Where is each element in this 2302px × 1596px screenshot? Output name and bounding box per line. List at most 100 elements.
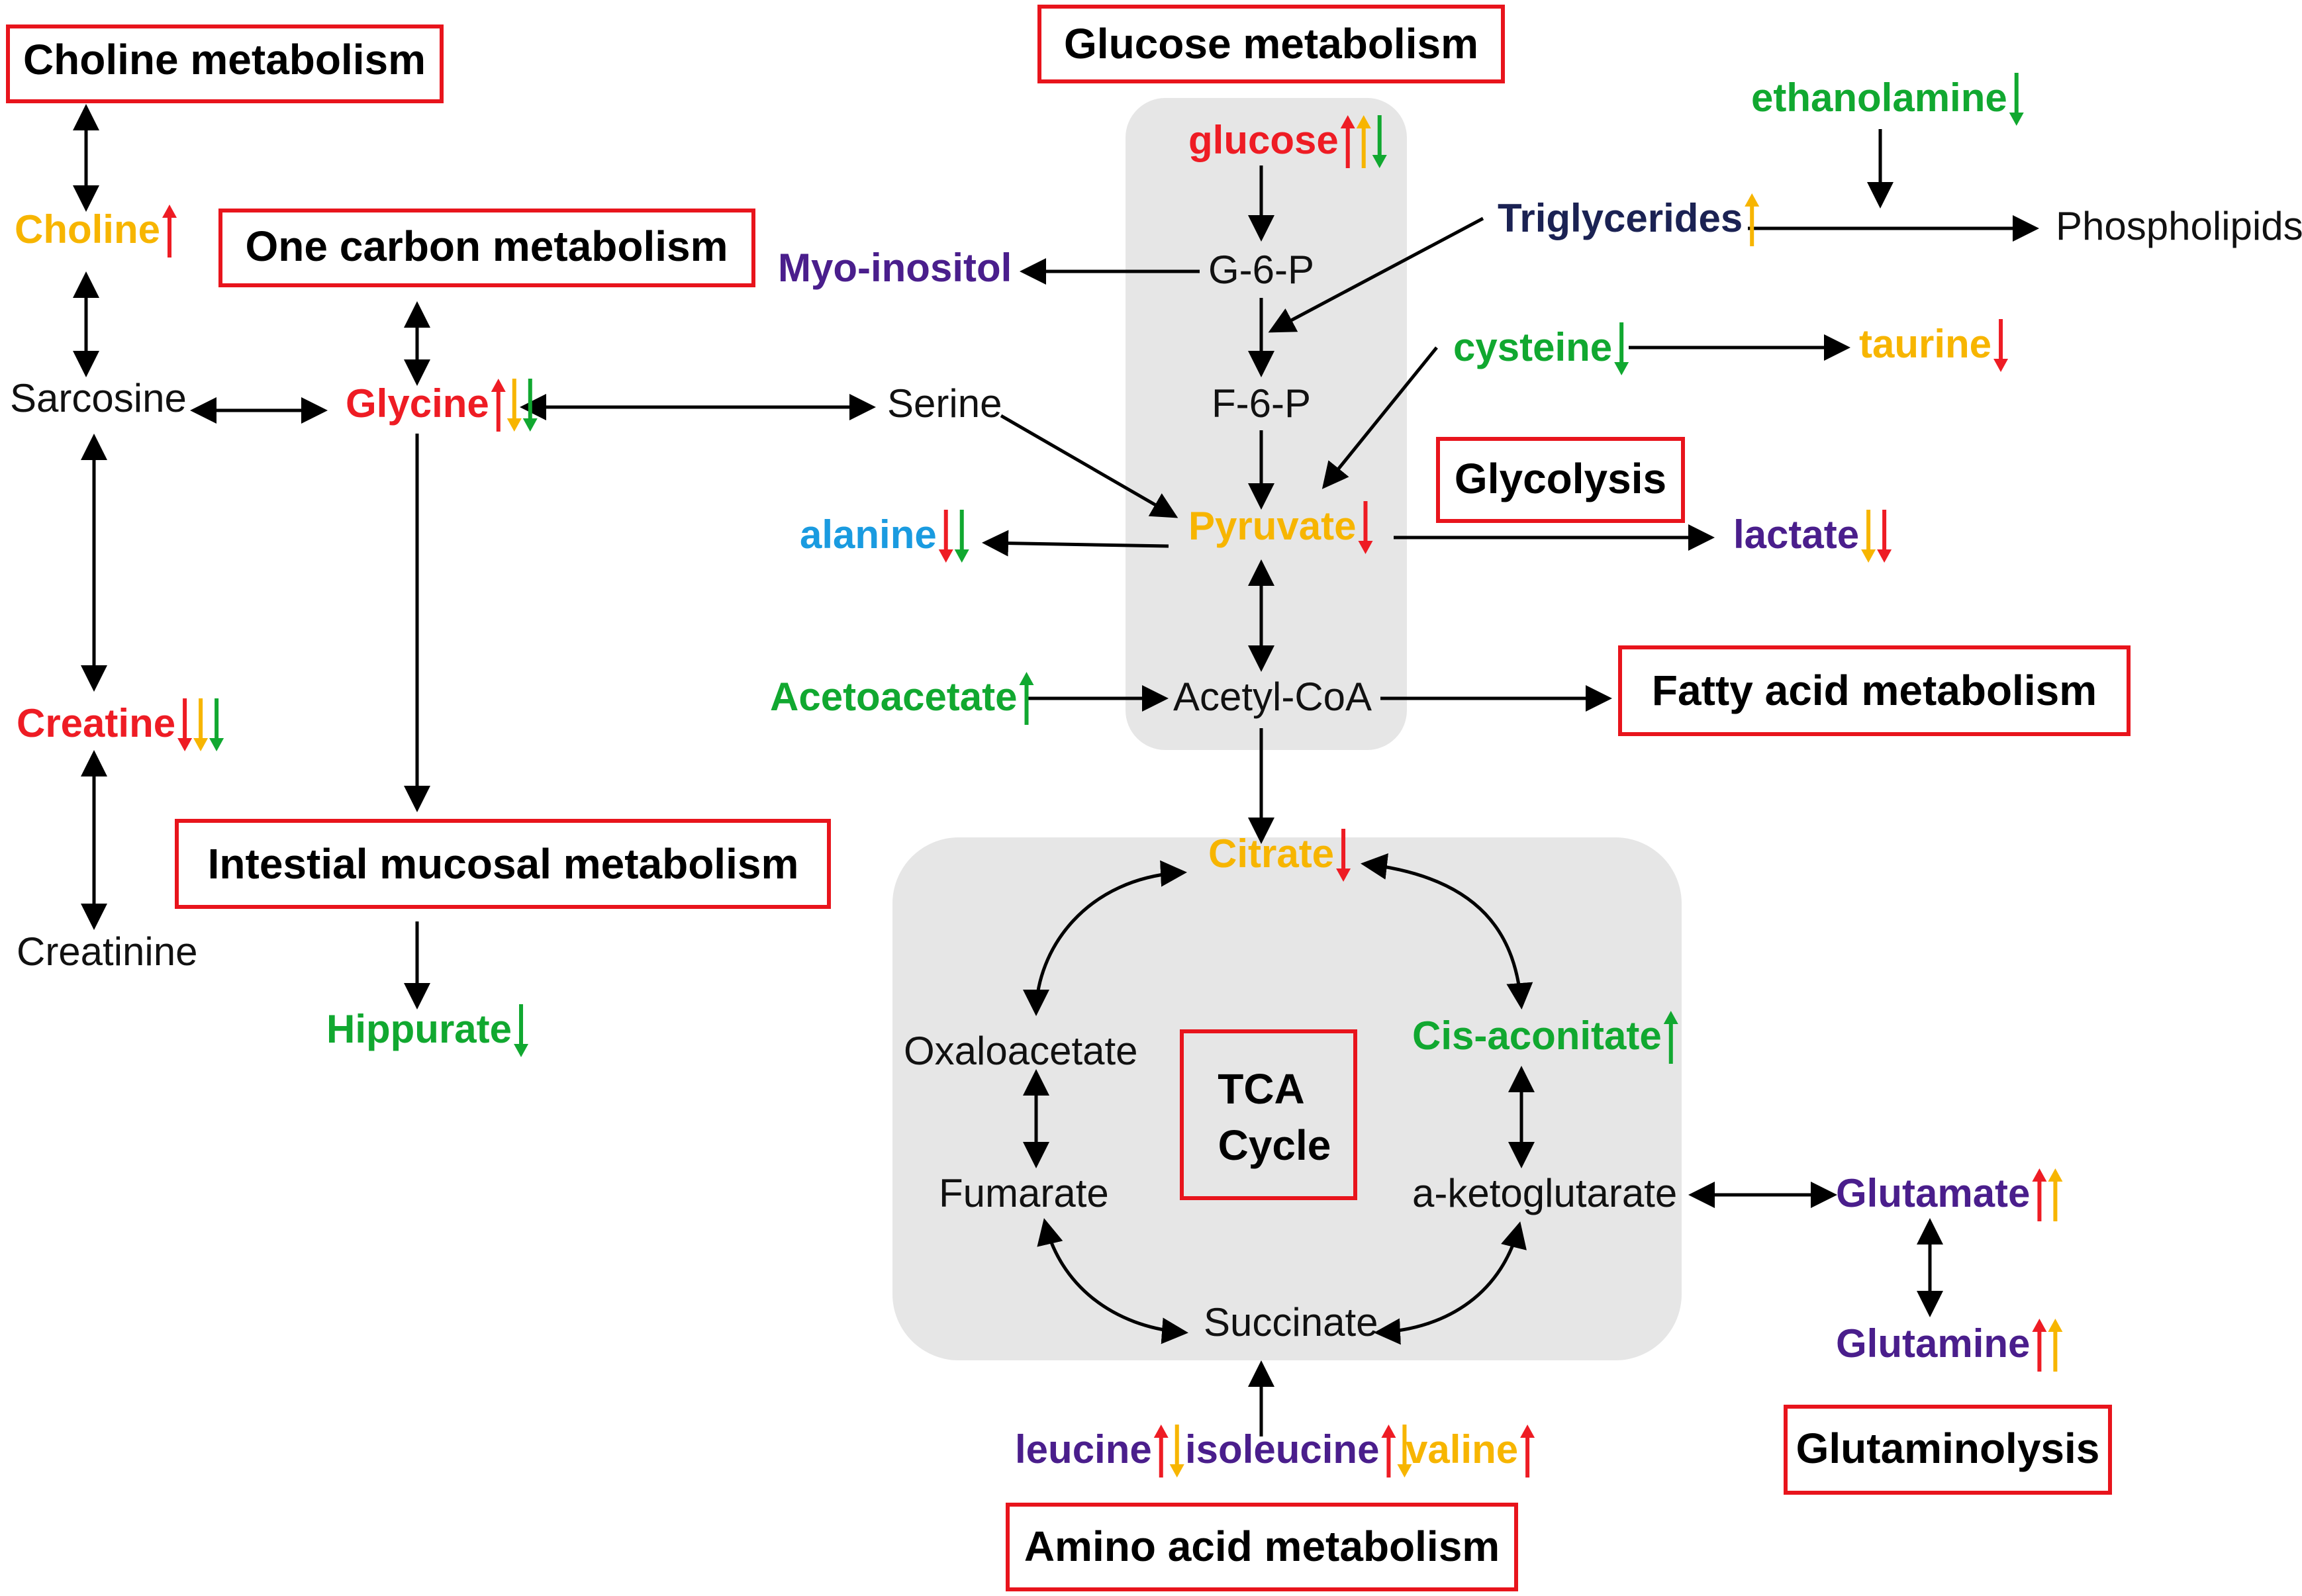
glucose-metabolism-box: Glucose metabolism: [1037, 5, 1505, 83]
metabolite-acetoacetate: Acetoacetate: [770, 672, 1034, 725]
metabolite-creatinine: Creatinine: [17, 929, 198, 974]
metabolite-label: Phospholipids: [2056, 204, 2302, 248]
increase-arrow-red: [1520, 1425, 1535, 1478]
metabolite-label: Acetoacetate: [770, 675, 1018, 719]
increase-arrow-orange: [1745, 193, 1760, 246]
metabolite-label: isoleucine: [1185, 1427, 1379, 1472]
metabolite-label: taurine: [1859, 322, 1991, 366]
metabolite-label: F-6-P: [1212, 381, 1311, 426]
metabolite-label: Glycine: [346, 381, 489, 426]
metabolite-f6p: F-6-P: [1212, 381, 1311, 426]
metabolite-label: Triglycerides: [1498, 196, 1743, 240]
decrease-arrow-green: [1372, 115, 1387, 168]
increase-arrow-orange: [2048, 1319, 2063, 1372]
intestinal-mucosal-metabolism-label: Intestial mucosal metabolism: [208, 840, 799, 888]
metabolite-oxaloacetate: Oxaloacetate: [904, 1029, 1138, 1073]
metabolite-lactate: lactate: [1733, 510, 1892, 563]
decrease-arrow-green: [209, 698, 224, 751]
metabolite-choline: Choline: [15, 205, 177, 258]
metabolite-fumarate: Fumarate: [939, 1171, 1109, 1215]
choline-metabolism-label: Choline metabolism: [23, 36, 426, 83]
fatty-acid-metabolism-box: Fatty acid metabolism: [1618, 645, 2131, 736]
metabolite-label: Succinate: [1204, 1300, 1378, 1344]
metabolite-label: Fumarate: [939, 1171, 1109, 1215]
metabolite-glutamine: Glutamine: [1836, 1319, 2063, 1372]
metabolite-label: lactate: [1733, 512, 1859, 557]
decrease-arrow-red: [1336, 829, 1351, 882]
decrease-arrow-red: [1877, 510, 1892, 563]
pathway-arrows: [73, 104, 2039, 1436]
glucose-pathway-region: [1126, 98, 1407, 750]
increase-arrow-red: [1153, 1425, 1169, 1478]
metabolite-label: Creatine: [17, 701, 175, 745]
choline-metabolism-box: Choline metabolism: [6, 24, 444, 103]
metabolite-label: Sarcosine: [10, 376, 187, 420]
metabolite-alanine: alanine: [800, 510, 969, 563]
increase-arrow-green: [1019, 672, 1034, 725]
intestinal-mucosal-metabolism-box: Intestial mucosal metabolism: [175, 819, 831, 909]
metabolite-label: cysteine: [1453, 325, 1612, 369]
metabolite-label: G-6-P: [1208, 248, 1314, 292]
metabolite-phospholipids: Phospholipids: [2056, 204, 2302, 248]
metabolite-label: Oxaloacetate: [904, 1029, 1138, 1073]
metabolite-taurine: taurine: [1859, 319, 2009, 372]
metabolite-label: glucose: [1188, 118, 1339, 162]
tca-cycle-label-line1: TCA: [1218, 1065, 1305, 1113]
metabolite-label: alanine: [800, 512, 937, 557]
metabolite-myo-inositol: Myo-inositol: [778, 246, 1012, 290]
tca-cycle-label-line2: Cycle: [1218, 1121, 1331, 1169]
increase-arrow-red: [2032, 1168, 2047, 1221]
increase-arrow-red: [162, 205, 177, 258]
glycolysis-box: Glycolysis: [1436, 437, 1685, 523]
metabolite-citrate: Citrate: [1208, 829, 1351, 882]
metabolite-label: Pyruvate: [1188, 504, 1356, 548]
decrease-arrow-orange: [1861, 510, 1876, 563]
metabolite-label: Citrate: [1208, 831, 1334, 876]
metabolite-label: leucine: [1015, 1427, 1152, 1472]
metabolite-hippurate: Hippurate: [326, 1004, 529, 1057]
increase-arrow-red: [1381, 1425, 1396, 1478]
metabolite-pyruvate: Pyruvate: [1188, 501, 1373, 554]
metabolite-ethanolamine: ethanolamine: [1751, 73, 2024, 126]
metabolite-label: Cis-aconitate: [1412, 1013, 1662, 1058]
increase-arrow-orange: [2048, 1168, 2063, 1221]
decrease-arrow-red: [177, 698, 193, 751]
increase-arrow-green: [1663, 1011, 1678, 1064]
metabolite-label: Hippurate: [326, 1007, 512, 1051]
metabolite-cysteine: cysteine: [1453, 322, 1629, 375]
metabolite-glutamate: Glutamate: [1836, 1168, 2063, 1221]
glutaminolysis-label: Glutaminolysis: [1796, 1425, 2100, 1472]
metabolite-acetyl-coa: Acetyl-CoA: [1173, 675, 1372, 719]
one-carbon-metabolism-label: One carbon metabolism: [245, 222, 728, 270]
metabolite-succinate: Succinate: [1204, 1300, 1378, 1344]
metabolite-creatine: Creatine: [17, 698, 224, 751]
decrease-arrow-red: [1993, 319, 2009, 372]
metabolite-label: Serine: [887, 381, 1002, 426]
increase-arrow-red: [491, 379, 506, 432]
metabolite-triglycerides: Triglycerides: [1498, 193, 1760, 246]
decrease-arrow-red: [1358, 501, 1373, 554]
metabolite-glucose: glucose: [1188, 115, 1387, 168]
metabolite-leucine: leucine: [1015, 1425, 1184, 1478]
decrease-arrow-orange: [506, 379, 522, 432]
decrease-arrow-red: [938, 510, 953, 563]
metabolite-serine: Serine: [887, 381, 1002, 426]
decrease-arrow-orange: [1169, 1425, 1184, 1478]
metabolite-glycine: Glycine: [346, 379, 538, 432]
decrease-arrow-orange: [1397, 1425, 1412, 1478]
metabolite-label: a-ketoglutarate: [1412, 1171, 1677, 1215]
metabolite-cis-aconitate: Cis-aconitate: [1412, 1011, 1678, 1064]
metabolite-label: Choline: [15, 207, 160, 252]
glutaminolysis-box: Glutaminolysis: [1784, 1405, 2112, 1495]
metabolite-valine: valine: [1406, 1425, 1535, 1478]
metabolite-label: Myo-inositol: [778, 246, 1012, 290]
metabolite-label: valine: [1406, 1427, 1518, 1472]
glycolysis-label: Glycolysis: [1455, 455, 1666, 502]
decrease-arrow-green: [514, 1004, 529, 1057]
increase-arrow-red: [1340, 115, 1355, 168]
metabolite-a-ketoglutarate: a-ketoglutarate: [1412, 1171, 1677, 1215]
decrease-arrow-green: [954, 510, 969, 563]
metabolite-label: ethanolamine: [1751, 75, 2007, 120]
metabolite-label: Acetyl-CoA: [1173, 675, 1372, 719]
